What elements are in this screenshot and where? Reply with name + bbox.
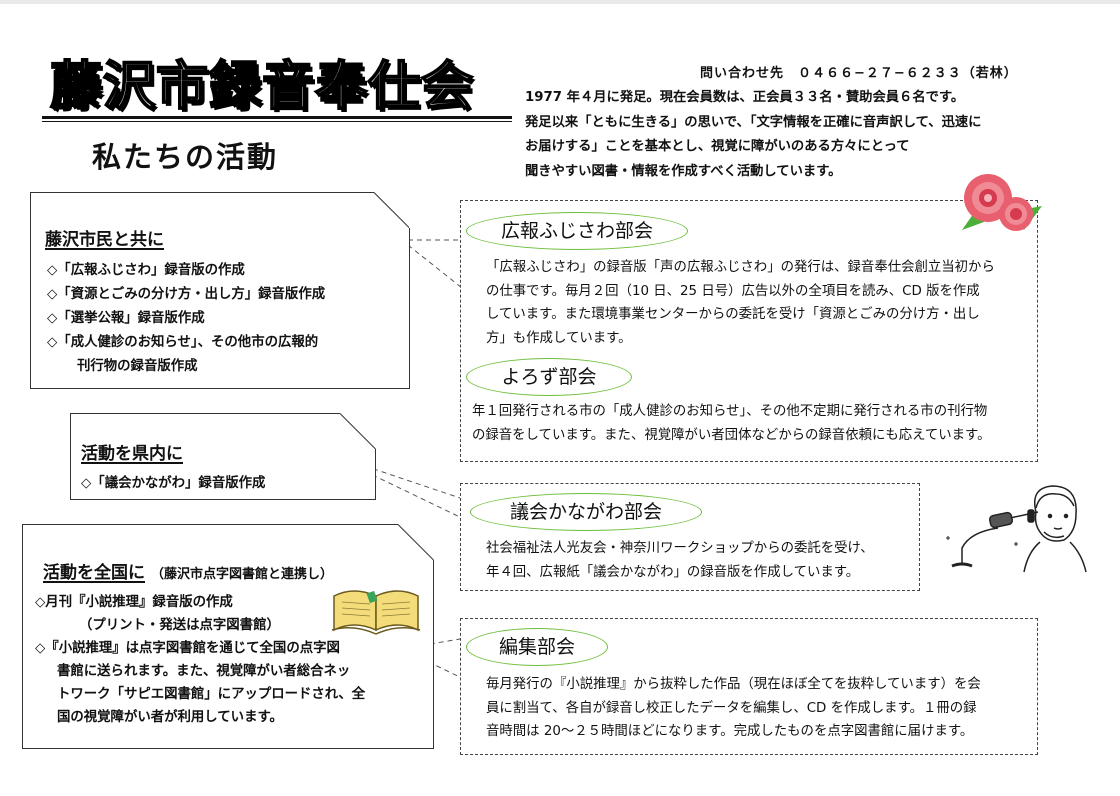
list-item: 書館に送られます。また、視覚障がい者総合ネッ (57, 664, 351, 679)
list-item: ◇『小説推理』は点字図書館を通じて全国の点字図 (35, 641, 340, 656)
section-title-koho: 広報ふじさわ部会 (466, 212, 688, 250)
activity-list: ◇「議会かながわ」録音版作成 (81, 472, 265, 496)
text-line: 員に割当て、各自が録音し校正したデータを編集し、CD を作成します。１冊の録 (486, 700, 977, 716)
box-heading-note: （藤沢市点字図書館と連携し） (151, 567, 334, 582)
list-item: ◇「議会かながわ」録音版作成 (81, 476, 266, 491)
text-line: の仕事です。毎月２回（10 日、25 日号）広告以外の全項目を読み、CD 版を作… (486, 283, 980, 299)
intro-line: 1977 年４月に発足。現在会員数は、正会員３３名・賛助会員６名です。 (525, 90, 965, 105)
rose-illustration-icon (962, 174, 1042, 231)
box-heading-text: 活動を全国に (43, 563, 145, 583)
activity-list: ◇月刊『小説推理』録音版の作成 （プリント・発送は点字図書館） ◇『小説推理』は… (35, 591, 365, 729)
list-item: ◇「成人健診のお知らせ」、その他市の広報的 (47, 335, 319, 350)
list-item: ◇月刊『小説推理』録音版の作成 (35, 595, 233, 610)
box-heading: 活動を全国に （藤沢市点字図書館と連携し） (43, 558, 333, 583)
box-fujisawa-citizens: 藤沢市民と共に ◇「広報ふじさわ」録音版の作成 ◇「資源とごみの分け方・出し方」… (30, 192, 410, 389)
box-heading: 藤沢市民と共に (45, 230, 164, 250)
text-line: 音時間は 20〜２５時間ほどになります。完成したものを点字図書館に届けます。 (486, 724, 974, 739)
list-item: ◇「選挙公報」録音版作成 (47, 311, 205, 326)
section-title-yorozu: よろず部会 (466, 358, 632, 396)
page-title: 藤沢市録音奉仕会 (49, 55, 475, 118)
box-prefecture: 活動を県内に ◇「議会かながわ」録音版作成 (70, 413, 376, 500)
box-nationwide: 活動を全国に （藤沢市点字図書館と連携し） ◇月刊『小説推理』録音版の作成 （プリ… (22, 524, 434, 749)
intro-line: お届けする」ことを基本とし、視覚に障がいのある方々にとって (525, 139, 910, 154)
open-book-illustration-icon (331, 590, 421, 635)
activity-list: ◇「広報ふじさわ」録音版の作成 ◇「資源とごみの分け方・出し方」録音版作成 ◇「… (47, 259, 325, 379)
list-item: ◇「資源とごみの分け方・出し方」録音版作成 (47, 287, 326, 302)
text-line: 年１回発行される市の「成人健診のお知らせ」、その他不定期に発行される市の刊行物 (472, 404, 988, 419)
section-text-gikai: 社会福祉法人光友会・神奈川ワークショップからの委託を受け、 年４回、広報紙「議会… (486, 537, 874, 584)
text-line: 「広報ふじさわ」の録音版「声の広報ふじさわ」の発行は、録音奉仕会創立当初から (486, 260, 995, 275)
text-line: 方」も作成しています。 (486, 330, 632, 346)
contact-info: 問い合わせ先 ０４６６−２７−６２３３（若林） (700, 66, 1018, 81)
intro-line: 発足以来「ともに生きる」の思いで、「文字情報を正確に音声訳して、迅速に (525, 114, 982, 130)
list-item: ◇「広報ふじさわ」録音版の作成 (47, 263, 245, 278)
text-line: しています。また環境事業センターからの委託を受け「資源とごみの分け方・出し (486, 307, 980, 322)
text-line: 社会福祉法人光友会・神奈川ワークショップからの委託を受け、 (486, 541, 874, 556)
list-item: 国の視覚障がい者が利用しています。 (57, 710, 283, 725)
box-heading: 活動を県内に (81, 444, 183, 464)
folded-corner (340, 413, 376, 449)
title-underline (42, 116, 512, 119)
section-title-henshu: 編集部会 (466, 628, 608, 666)
text-line: 年４回、広報紙「議会かながわ」の録音版を作成しています。 (486, 564, 860, 580)
intro-text: 1977 年４月に発足。現在会員数は、正会員３３名・賛助会員６名です。 発足以来… (525, 86, 1085, 184)
intro-line: 聞きやすい図書・情報を作成すべく活動しています。 (525, 163, 842, 179)
folded-corner (398, 524, 434, 560)
list-item: トワーク「サピエ図書館」にアップロードされ、全 (57, 687, 366, 702)
page-subtitle: 私たちの活動 (92, 140, 279, 174)
section-text-koho: 「広報ふじさわ」の録音版「声の広報ふじさわ」の発行は、録音奉仕会創立当初から の… (486, 256, 995, 350)
title-underline-thin (42, 121, 512, 122)
list-item: 刊行物の録音版作成 (77, 359, 198, 374)
folded-corner (374, 192, 410, 228)
section-title-gikai: 議会かながわ部会 (470, 493, 702, 531)
text-line: 毎月発行の『小説推理』から抜粋した作品（現在ほぼ全てを抜粋しています）を会 (486, 677, 981, 692)
section-text-henshu: 毎月発行の『小説推理』から抜粋した作品（現在ほぼ全てを抜粋しています）を会 員に… (486, 673, 981, 744)
list-item: （プリント・発送は点字図書館） (79, 618, 280, 633)
top-edge (0, 0, 1120, 4)
reader-with-microphone-illustration-icon (946, 485, 1087, 573)
text-line: の録音をしています。また、視覚障がい者団体などからの録音依頼にも応えています。 (472, 427, 991, 443)
section-text-yorozu: 年１回発行される市の「成人健診のお知らせ」、その他不定期に発行される市の刊行物 … (472, 400, 990, 447)
